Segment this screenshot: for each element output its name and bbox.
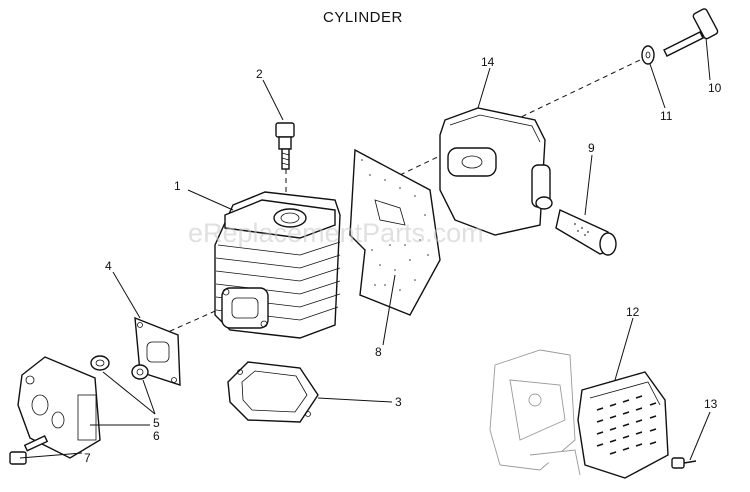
callout-8: 8 xyxy=(375,345,382,359)
callout-13: 13 xyxy=(704,397,718,411)
callout-9: 9 xyxy=(588,141,595,155)
callout-7: 7 xyxy=(84,451,91,465)
part-5-spacers[interactable] xyxy=(90,355,149,380)
part-12-muffler-cover[interactable] xyxy=(489,349,669,479)
callout-12: 12 xyxy=(626,305,640,319)
callout-3: 3 xyxy=(395,395,402,409)
part-7-screw[interactable] xyxy=(9,435,49,465)
callout-10: 10 xyxy=(708,81,722,95)
leader-lines xyxy=(19,37,711,461)
part-8-gasket[interactable] xyxy=(349,148,441,316)
callout-1: 1 xyxy=(174,179,181,193)
diagram-title: CYLINDER xyxy=(323,9,403,26)
part-2-spark-plug[interactable] xyxy=(275,122,295,170)
part-1-cylinder[interactable] xyxy=(214,191,341,339)
part-11-washer[interactable] xyxy=(641,45,655,65)
callout-2: 2 xyxy=(256,67,263,81)
callout-4: 4 xyxy=(105,259,112,273)
watermark: eReplacementParts.com xyxy=(188,218,484,248)
part-10-bolt[interactable] xyxy=(663,8,719,57)
callout-5: 5 xyxy=(153,416,160,430)
part-6-insulator[interactable] xyxy=(17,356,101,459)
callout-6: 6 xyxy=(153,429,160,443)
callout-14: 14 xyxy=(481,55,495,69)
callout-11: 11 xyxy=(660,109,673,123)
part-13-screw[interactable] xyxy=(671,457,697,469)
callout-labels: 1 2 3 4 5 6 7 8 9 10 11 12 13 14 xyxy=(84,55,722,465)
part-9-spark-arrestor[interactable] xyxy=(555,209,617,256)
part-14-muffler[interactable] xyxy=(439,107,553,236)
part-3-base-gasket[interactable] xyxy=(227,361,319,423)
